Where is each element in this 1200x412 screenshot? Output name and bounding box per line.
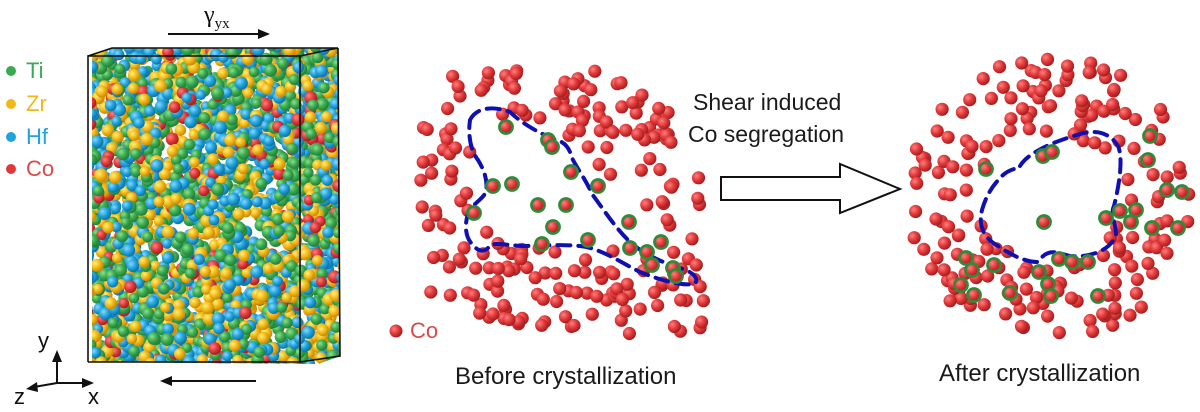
segregated-co-atoms-after: [953, 128, 1190, 304]
transition-line-1: Shear induced: [693, 89, 842, 115]
co-dot-icon: [6, 164, 16, 174]
simulation-box: [87, 47, 341, 364]
transition-label: Shear induced Co segregation: [688, 86, 928, 150]
ti-dot-icon: [6, 66, 16, 76]
legend-item-ti: Ti: [6, 58, 44, 84]
zr-dot-icon: [6, 99, 16, 109]
hf-dot-icon: [6, 132, 16, 142]
segregated-co-atoms-before: [466, 119, 684, 284]
co-legend-dot: [389, 324, 403, 338]
coordinate-axes-icon: [26, 350, 94, 392]
legend-item-hf: Hf: [6, 124, 48, 150]
transition-arrow-icon: [720, 162, 903, 215]
transition-line-2: Co segregation: [688, 121, 844, 147]
box-edges: [87, 47, 341, 363]
axis-label-z: z: [14, 384, 25, 409]
legend-label-ti: Ti: [26, 58, 44, 83]
legend-label-zr: Zr: [26, 91, 47, 116]
shear-arrow-bottom: [160, 376, 256, 386]
shear-arrow-top: [168, 29, 270, 39]
co-legend-label: Co: [410, 318, 439, 343]
before-crystallization-cluster: [414, 64, 711, 341]
legend-label-hf: Hf: [26, 124, 48, 149]
co-atoms-before: [414, 64, 711, 341]
legend-item-zr: Zr: [6, 91, 47, 117]
shear-symbol: γ: [204, 2, 215, 28]
after-crystallization-cluster: [907, 52, 1196, 340]
dashed-boundary-before: [463, 106, 699, 287]
atom-particles: [92, 48, 340, 364]
after-caption: After crystallization: [939, 360, 1141, 387]
axis-label-x: x: [88, 384, 99, 409]
shear-subscript: yx: [214, 15, 230, 32]
before-caption: Before crystallization: [455, 363, 677, 390]
legend-item-co: Co: [6, 156, 54, 182]
legend-label-co: Co: [26, 156, 55, 181]
shear-strain-label: γyx: [204, 2, 230, 33]
axis-label-y: y: [38, 328, 49, 353]
